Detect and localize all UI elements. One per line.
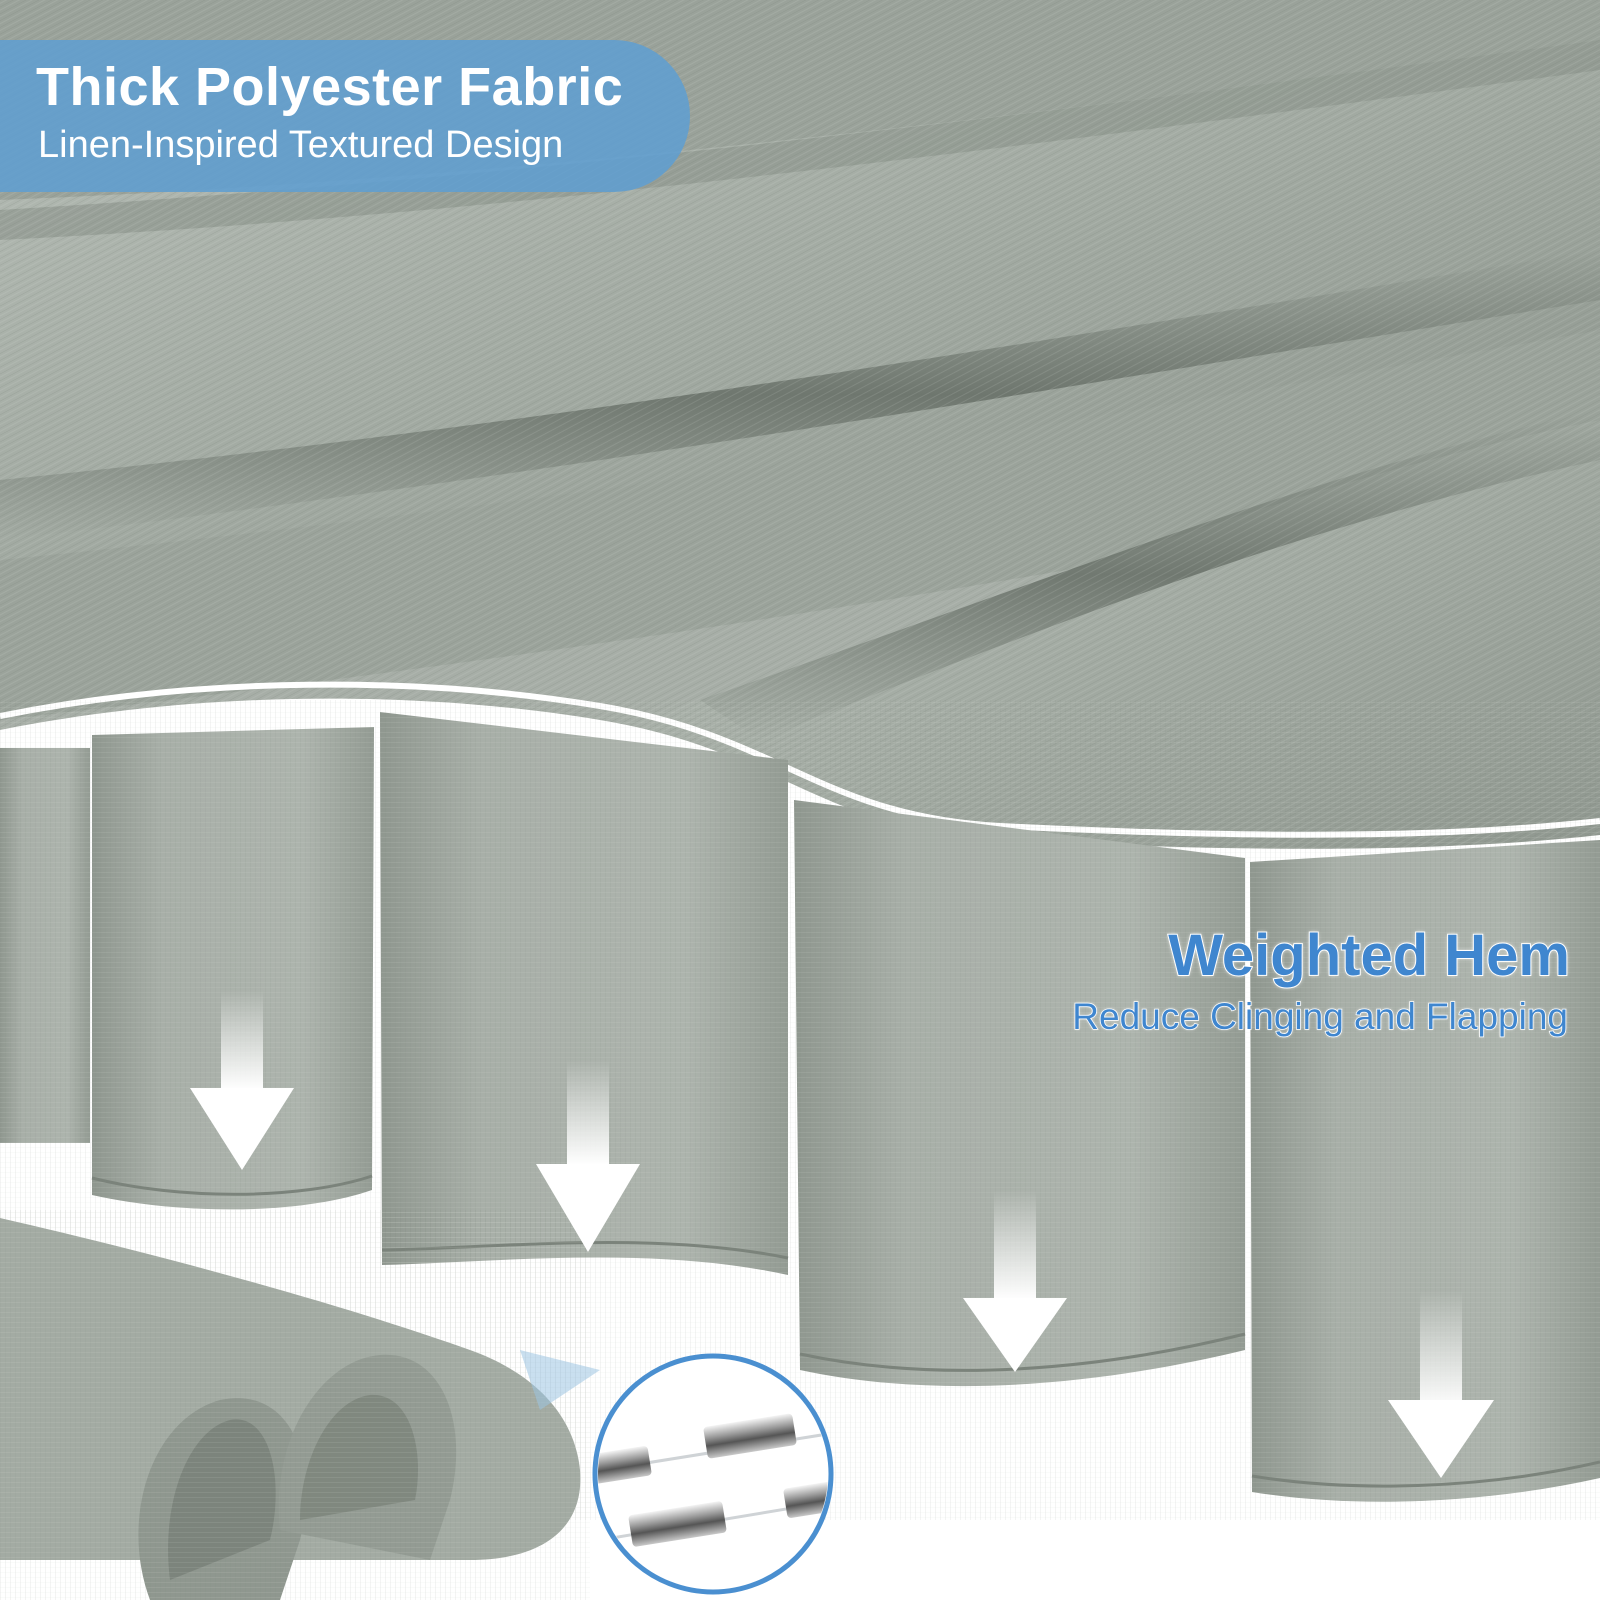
hem-feature-title: Weighted Hem <box>1167 922 1571 989</box>
fabric-feature-badge <box>0 40 690 192</box>
down-arrow-icon <box>536 1060 640 1252</box>
folded-hem <box>0 1210 600 1600</box>
fabric-feature-subtitle: Linen-Inspired Textured Design <box>38 124 564 166</box>
hem-panels <box>0 700 1600 1520</box>
down-arrow-icon <box>963 1190 1067 1372</box>
weight-magnifier-icon <box>592 1353 834 1595</box>
hem-feature-subtitle: Reduce Clinging and Flapping <box>1072 995 1569 1038</box>
down-arrow-icon <box>190 990 294 1170</box>
down-arrow-icon <box>1388 1290 1494 1478</box>
fabric-feature-title: Thick Polyester Fabric <box>36 57 624 117</box>
